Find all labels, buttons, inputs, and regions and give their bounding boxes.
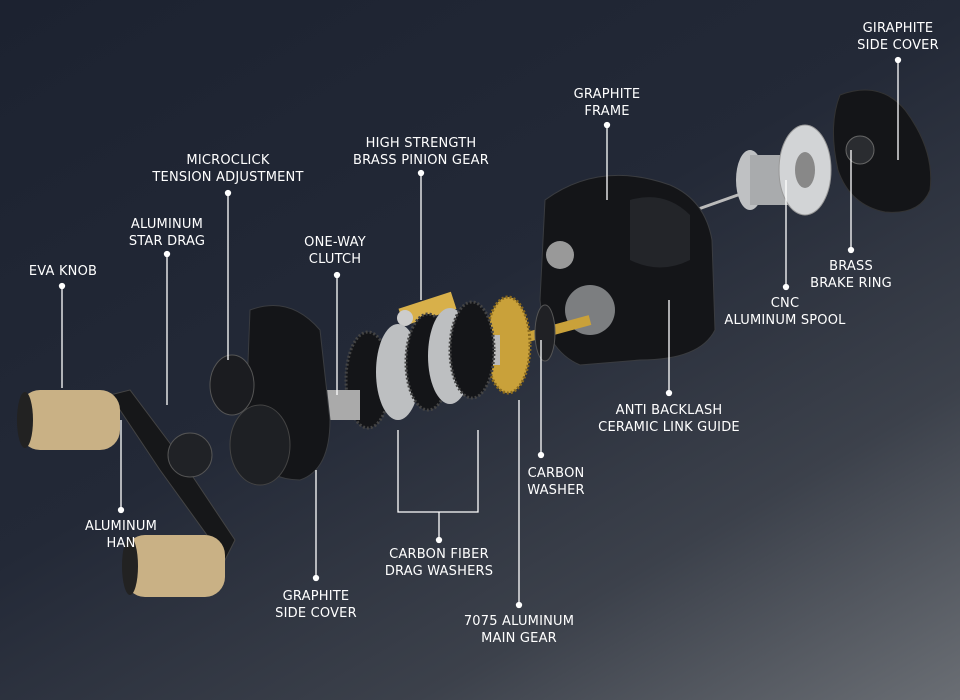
drag-washers — [344, 300, 496, 430]
label-eva-knob: EVA KNOB — [28, 264, 98, 279]
eva-knob-bottom — [122, 535, 225, 597]
aluminum-spool — [689, 124, 832, 216]
right-side-cover — [832, 89, 932, 213]
eva-knob-top — [17, 390, 120, 450]
one-way-clutch — [325, 390, 360, 420]
pinion-gear — [397, 291, 457, 326]
graphite-frame — [539, 174, 716, 366]
aluminum-handle — [109, 389, 236, 561]
leader-lines — [58, 56, 902, 609]
left-side-cover — [209, 305, 331, 486]
